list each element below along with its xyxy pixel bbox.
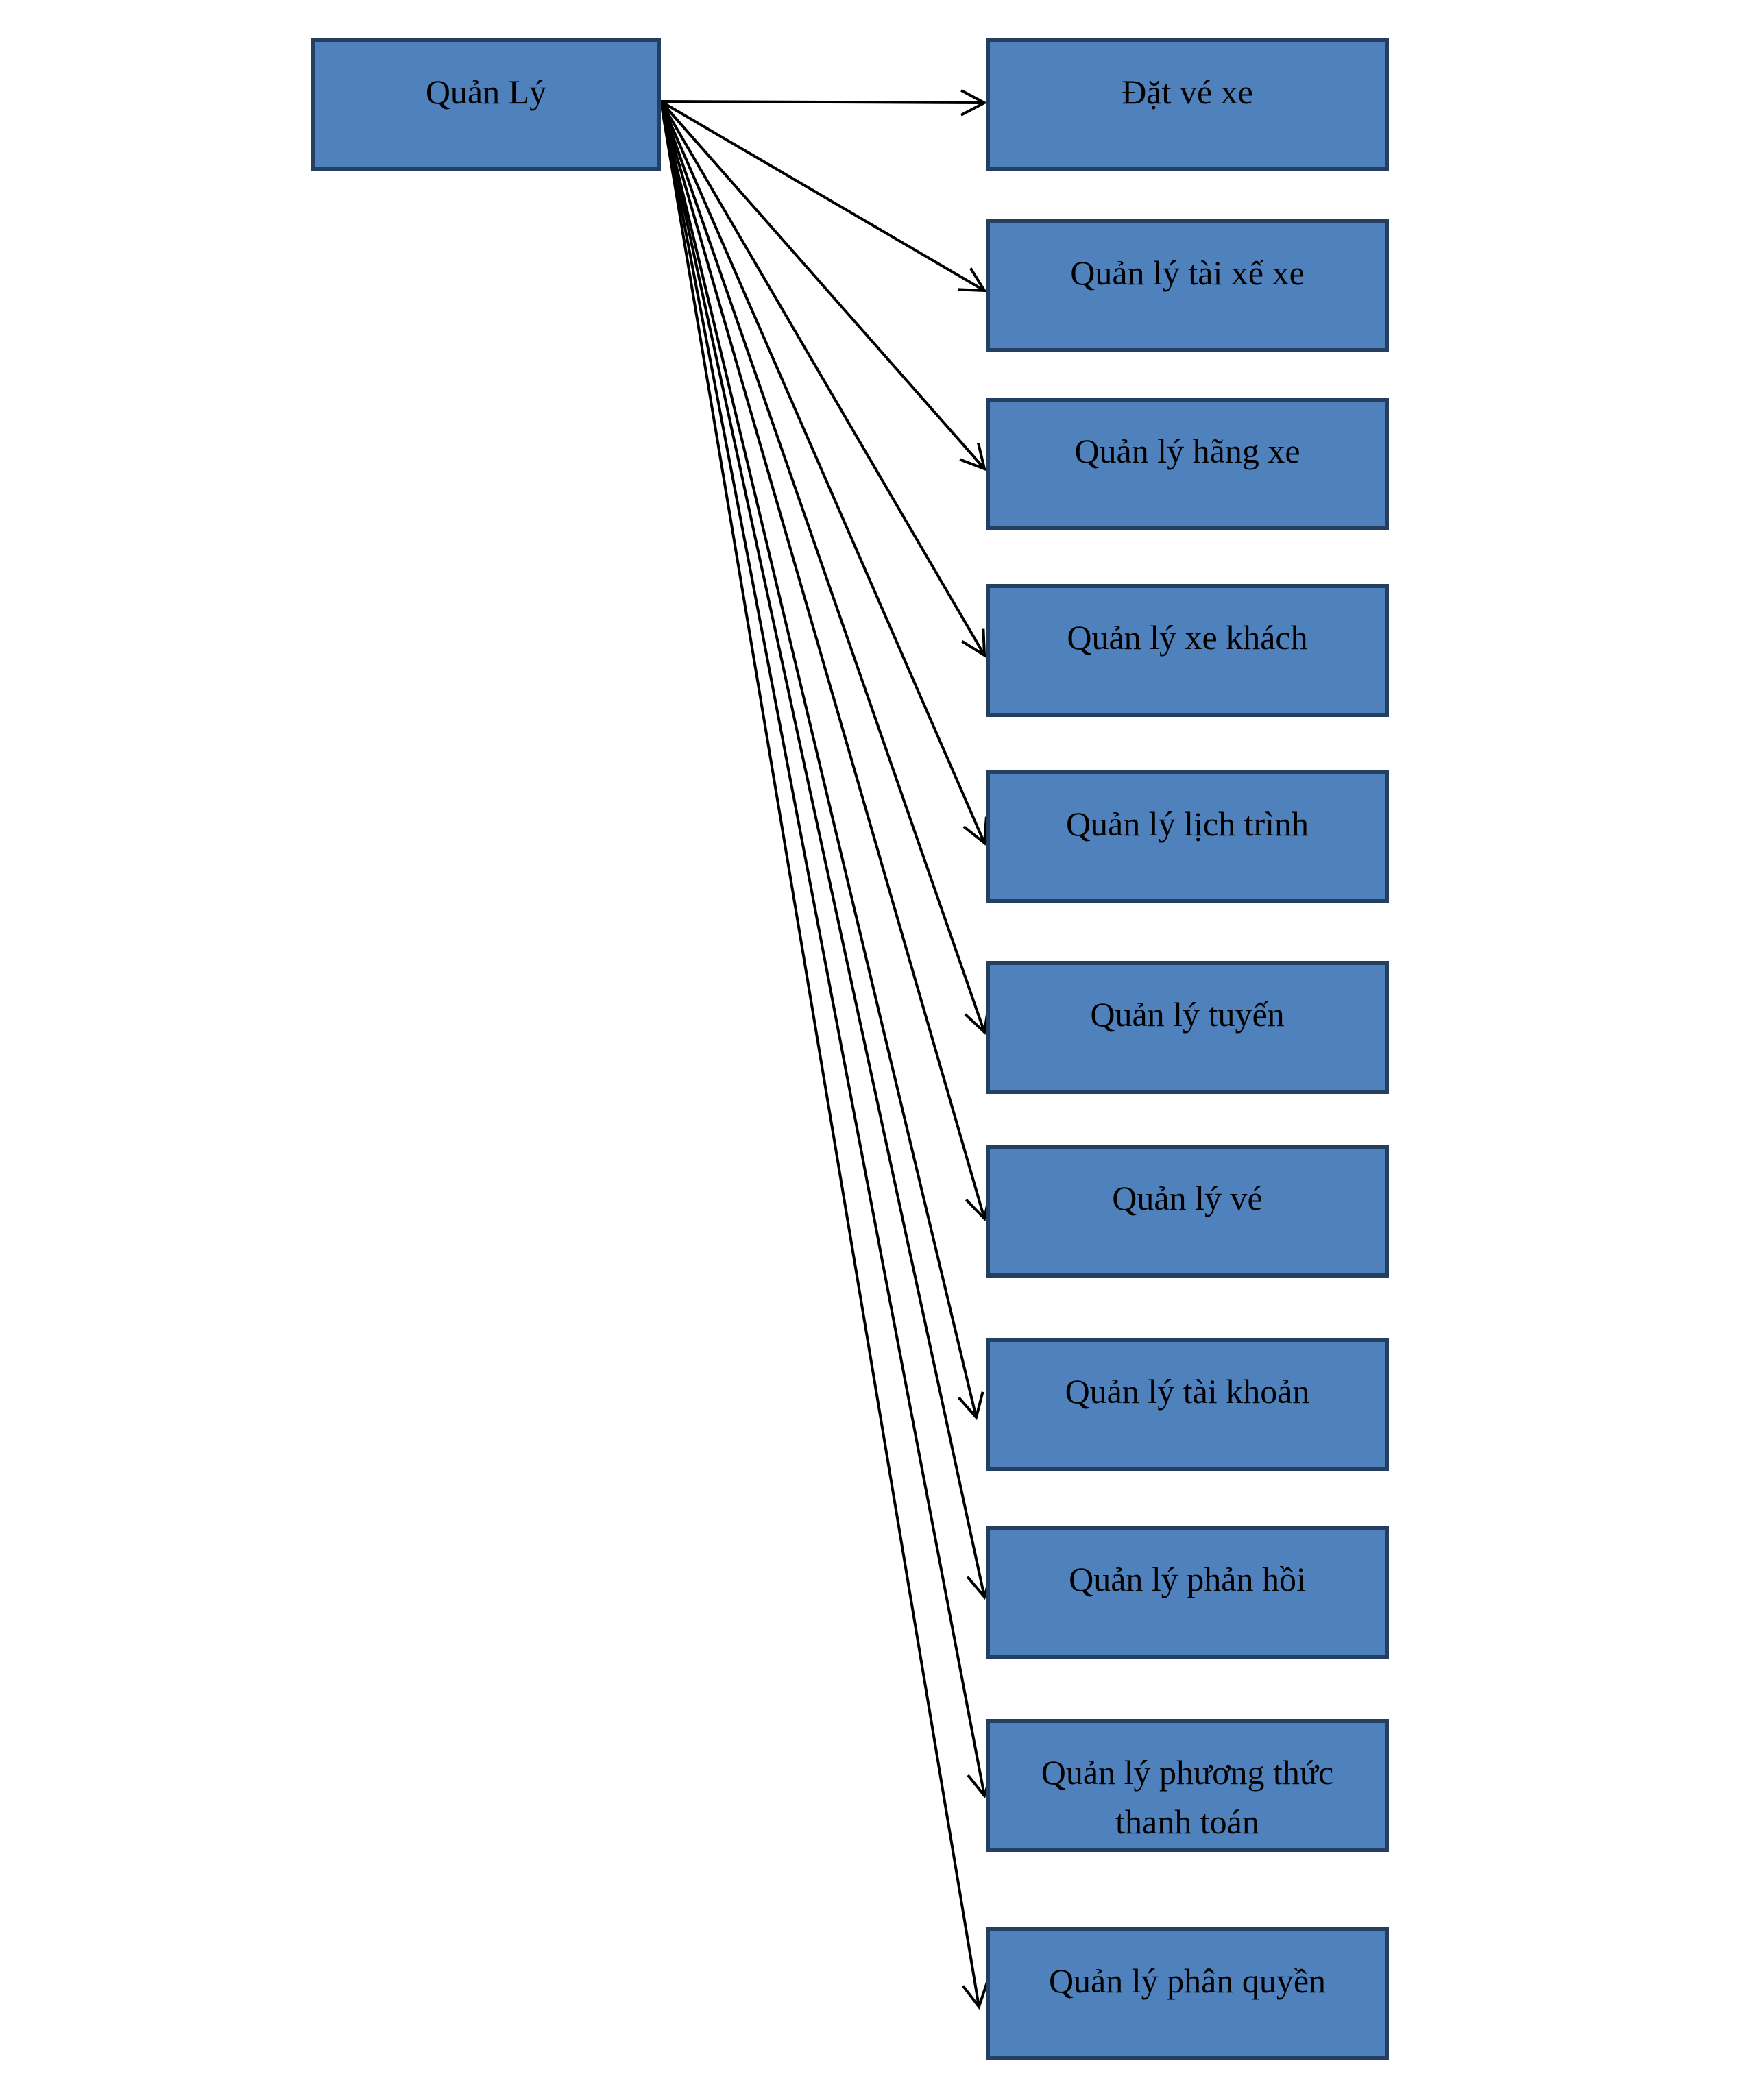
arrowhead — [961, 628, 986, 658]
child-node-quan-ly-tai-xe-xe: Quản lý tài xế xe — [986, 219, 1389, 352]
connector-arrow — [659, 101, 989, 2010]
child-node-quan-ly-hang-xe: Quản lý hãng xe — [986, 398, 1389, 530]
child-node-label: Quản lý hãng xe — [1074, 432, 1300, 470]
child-node-label: Quản lý xe khách — [1067, 618, 1308, 657]
child-node-label: Quản lý tài khoản — [1065, 1372, 1310, 1411]
child-node-quan-ly-tai-khoan: Quản lý tài khoản — [986, 1338, 1389, 1471]
connector-arrow — [659, 100, 987, 293]
child-node-label: Quản lý tuyến — [1090, 995, 1285, 1034]
child-node-quan-ly-xe-khach: Quản lý xe khách — [986, 584, 1389, 717]
arrowhead — [958, 267, 987, 293]
connector-arrow — [659, 101, 993, 1600]
arrowhead — [958, 1391, 984, 1421]
connector-arrow — [660, 89, 988, 117]
connector-arrow — [659, 101, 984, 1421]
root-node: Quản Lý — [311, 38, 661, 171]
child-node-quan-ly-lich-trinh: Quản lý lịch trình — [986, 770, 1389, 903]
child-node-quan-ly-ve: Quản lý vé — [986, 1145, 1389, 1278]
child-node-quan-ly-phan-quyen: Quản lý phân quyền — [986, 1927, 1389, 2060]
child-node-label: Quản lý tài xế xe — [1070, 254, 1305, 292]
child-node-quan-ly-phan-hoi: Quản lý phản hồi — [986, 1526, 1389, 1659]
arrowhead — [959, 443, 986, 472]
root-node-label: Quản Lý — [425, 73, 547, 111]
child-node-label: Quản lý phương thức thanh toán — [1041, 1753, 1334, 1841]
child-node-quan-ly-phuong-thuc-thanh-toan: Quản lý phương thức thanh toán — [986, 1719, 1389, 1852]
child-node-label: Quản lý vé — [1112, 1179, 1263, 1217]
child-node-dat-ve-xe: Đặt vé xe — [986, 38, 1389, 171]
child-node-label: Đặt vé xe — [1122, 73, 1253, 111]
connector-arrow — [659, 101, 991, 1222]
connector-arrow — [659, 101, 988, 846]
child-node-quan-ly-tuyen: Quản lý tuyến — [986, 961, 1389, 1094]
child-node-label: Quản lý lịch trình — [1065, 805, 1309, 843]
child-node-label: Quản lý phản hồi — [1069, 1560, 1306, 1598]
connector-arrow — [659, 101, 994, 1799]
arrowhead — [962, 1981, 989, 2010]
connector-arrow — [659, 100, 986, 658]
arrowhead — [962, 816, 988, 846]
arrowhead — [960, 89, 988, 117]
connector-arrow — [659, 101, 990, 1036]
child-node-label: Quản lý phân quyền — [1048, 1962, 1327, 2000]
connector-arrow — [659, 100, 986, 472]
